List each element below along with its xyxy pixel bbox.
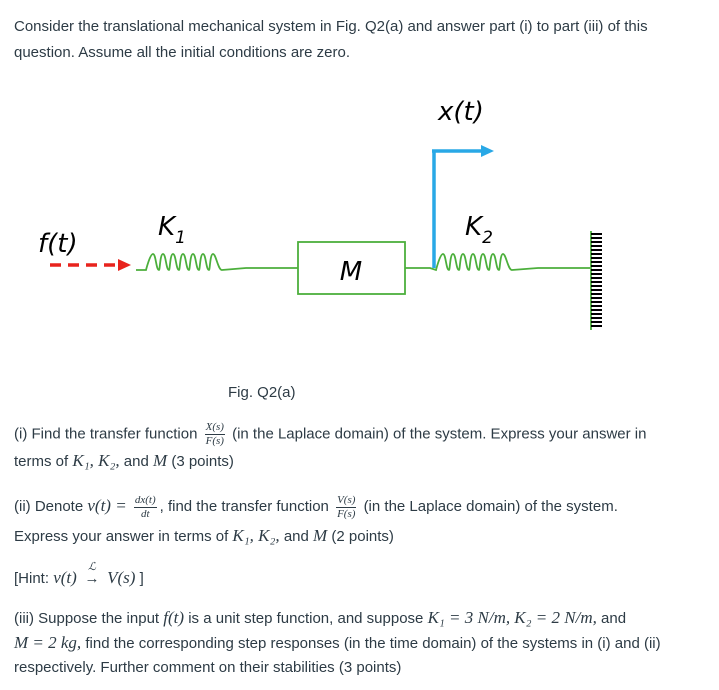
part-iii: (iii) Suppose the input f(t) is a unit s… — [14, 606, 709, 680]
part-ii-line1: (ii) Denote v(t) = dx(t)dt, find the tra… — [14, 493, 618, 520]
part-iii-line2: M = 2 kg, find the corresponding step re… — [14, 633, 661, 652]
transfer-fraction-x: X(s)F(s) — [204, 421, 225, 447]
part-iii-line1: (iii) Suppose the input f(t) is a unit s… — [14, 608, 627, 627]
transfer-fraction-v: V(s)F(s) — [336, 493, 357, 520]
derivative-fraction: dx(t)dt — [133, 493, 157, 520]
part-i-line2: terms of K₁, K₂, and M (3 points) — [14, 451, 234, 470]
part-ii: (ii) Denote v(t) = dx(t)dt, find the tra… — [14, 494, 709, 549]
x-label: x(t) — [437, 97, 484, 127]
mechanical-system-diagram: f(t) K1 K2 x(t) M — [38, 97, 602, 330]
part-iii-line3: respectively. Further comment on their s… — [14, 659, 402, 676]
mass-label: M — [340, 257, 362, 287]
force-arrow — [50, 259, 131, 271]
figure-caption: Fig. Q2(a) — [228, 384, 296, 401]
displacement-arrow — [432, 145, 494, 268]
part-i: (i) Find the transfer function X(s)F(s) … — [14, 422, 709, 474]
k2-spring — [405, 253, 590, 272]
hint: [Hint: v(t) ℒ→ V(s) ] — [14, 560, 709, 591]
part-i-line1: (i) Find the transfer function X(s)F(s) … — [14, 422, 709, 447]
mass-block — [297, 241, 406, 295]
intro-text: Consider the translational mechanical sy… — [14, 18, 648, 61]
part-ii-line2: Express your answer in terms of K₁, K₂, … — [14, 525, 394, 545]
k2-label: K2 — [465, 212, 493, 248]
wall — [590, 231, 602, 330]
part-i-prefix: (i) Find the transfer function — [14, 425, 198, 443]
k1-label: K1 — [158, 212, 186, 248]
k1-spring — [136, 253, 298, 271]
force-label: f(t) — [38, 229, 78, 259]
part-i-mid: (in the Laplace domain) of the system. E… — [232, 425, 647, 443]
laplace-arrow: ℒ→ — [84, 560, 100, 587]
